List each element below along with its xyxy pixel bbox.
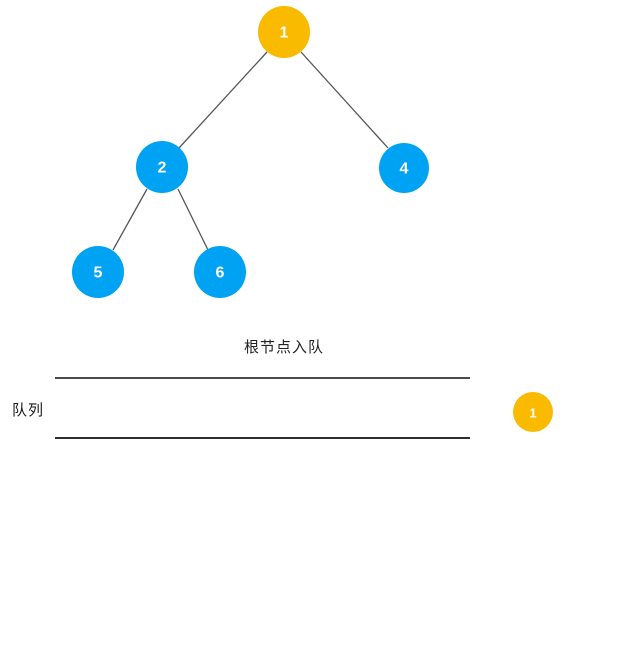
tree-node-5-label: 5 [94,265,103,282]
tree-node-1-circle[interactable] [258,6,310,58]
queue-item-1[interactable]: 1 [513,392,553,432]
tree-node-2[interactable]: 2 [136,141,188,193]
tree-node-1[interactable]: 1 [258,6,310,58]
tree-node-4-label: 4 [400,161,409,178]
tree-node-4[interactable]: 4 [379,143,429,193]
tree-node-1-label: 1 [280,25,289,42]
tree-edge-2-6 [177,188,209,251]
tree-node-5[interactable]: 5 [72,246,124,298]
queue-rails [55,377,470,439]
tree-node-2-label: 2 [158,160,167,177]
queue-label: 队列 [12,402,45,419]
tree-node-6-circle[interactable] [194,246,246,298]
queue-items: 1 [513,392,553,432]
tree-node-2-circle[interactable] [136,141,188,193]
tree-edge-2-5 [112,188,148,251]
queue-item-1-label: 1 [529,406,536,421]
tree-node-4-circle[interactable] [379,143,429,193]
tree-edge-1-4 [300,51,389,149]
queue-item-1-circle[interactable] [513,392,553,432]
step-caption: 根节点入队 [243,339,324,356]
tree-edges [112,51,389,251]
tree-node-6-label: 6 [216,265,225,282]
tree-nodes: 1 2 4 5 6 [72,6,429,298]
tree-node-6[interactable]: 6 [194,246,246,298]
tree-node-5-circle[interactable] [72,246,124,298]
tree-edge-1-2 [178,51,268,149]
